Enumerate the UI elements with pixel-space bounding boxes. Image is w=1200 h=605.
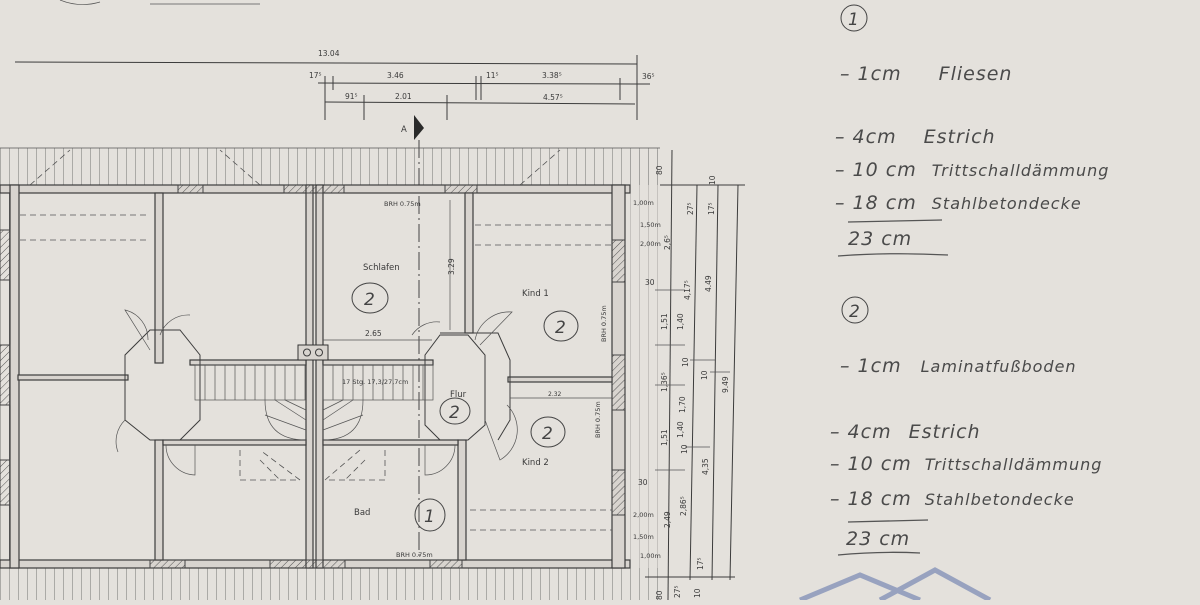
svg-text:30: 30 — [645, 278, 655, 287]
parapet-label: BRH 0.75m — [396, 551, 433, 559]
svg-text:1,00m: 1,00m — [640, 552, 661, 560]
note-layer: – 4cm Estrich — [835, 126, 996, 148]
svg-text:1,40: 1,40 — [676, 421, 685, 438]
section-marker-a: A — [401, 115, 424, 560]
watermark-logo — [799, 567, 992, 603]
dim-label: 11⁵ — [486, 71, 499, 80]
room-label-kind1: Kind 1 — [522, 289, 549, 299]
note-layer: – 18 cm Stahlbetondecke — [830, 488, 1075, 510]
dim-label: 2.01 — [395, 92, 412, 101]
svg-text:1,36⁵: 1,36⁵ — [660, 372, 669, 392]
svg-text:80: 80 — [655, 590, 664, 600]
room-label-kind2: Kind 2 — [522, 458, 549, 468]
floor-marker-kind1: 2 — [543, 310, 579, 342]
svg-text:1,51: 1,51 — [660, 313, 669, 330]
staircase: 17 Stg. 17,3/27,7cm — [194, 364, 434, 481]
floor-marker-schlafen: 2 — [351, 282, 389, 314]
svg-text:80: 80 — [655, 165, 664, 175]
svg-text:10: 10 — [693, 588, 702, 598]
dim-schlafen-depth: 3.29 — [447, 258, 456, 275]
note-layer: – 18 cm Stahlbetondecke — [835, 192, 1082, 214]
note-layer: – 1cm Laminatfußboden — [840, 355, 1077, 377]
walls — [0, 184, 631, 569]
svg-text:10: 10 — [680, 444, 689, 454]
parapet-label: BRH 0.75m — [384, 200, 421, 208]
note-total: 23 cm — [848, 228, 912, 250]
note-layer: – 10 cm Trittschalldämmung — [835, 159, 1109, 181]
svg-text:30: 30 — [638, 478, 648, 487]
note-layer: – 4cm Estrich — [830, 421, 981, 443]
pencil-stroke — [59, 0, 260, 5]
svg-text:10: 10 — [700, 370, 709, 380]
note-layer: – 1cm Fliesen — [840, 63, 1012, 85]
door-bad — [424, 444, 456, 476]
dim-label: 91⁵ — [345, 92, 358, 101]
svg-text:4,17⁵: 4,17⁵ — [683, 280, 692, 300]
door-left — [165, 444, 196, 476]
svg-text:2,86⁵: 2,86⁵ — [679, 496, 688, 516]
svg-text:2: 2 — [555, 318, 566, 338]
roof-bottom-band — [0, 568, 660, 600]
svg-text:10: 10 — [708, 175, 717, 185]
right-dimension-chain: 80 1,00m 1,50m 2,00m 2,6⁵ 30 4,17⁵ 4.49 … — [633, 149, 745, 601]
svg-text:27⁵: 27⁵ — [686, 202, 695, 215]
floor-marker-flur: 2 — [439, 397, 471, 425]
svg-text:17⁵: 17⁵ — [707, 202, 716, 215]
floor-marker-kind2: 2 — [530, 416, 566, 448]
door-kind1 — [474, 311, 513, 346]
parapet-label: BRH 0.75m — [594, 401, 602, 438]
parapet-label: BRH 0.75m — [600, 305, 608, 342]
svg-text:2,00m: 2,00m — [633, 511, 654, 519]
room-label-flur: Flur — [450, 390, 467, 400]
note-marker: 2 — [849, 302, 860, 322]
svg-text:1,50m: 1,50m — [640, 221, 661, 229]
left-bay — [124, 329, 201, 441]
svg-text:27⁵: 27⁵ — [673, 585, 682, 598]
svg-text:2: 2 — [542, 424, 553, 444]
dim-kind2-width: 2.32 — [548, 391, 562, 398]
svg-text:2: 2 — [449, 403, 460, 423]
notes-floor-build-up-2: 2 – 1cm Laminatfußboden – 4cm Estrich – … — [830, 296, 1102, 556]
svg-text:2,00m: 2,00m — [640, 240, 661, 248]
dim-label: 3.46 — [387, 71, 404, 80]
room-label-schlafen: Schlafen — [363, 263, 400, 273]
svg-text:10: 10 — [681, 357, 690, 367]
dim-label: 4.57⁵ — [543, 93, 563, 102]
svg-text:1,51: 1,51 — [660, 429, 669, 446]
stair-label: 17 Stg. 17,3/27,7cm — [342, 378, 408, 386]
note-layer: – 10 cm Trittschalldämmung — [830, 453, 1102, 475]
svg-text:9.49: 9.49 — [721, 376, 730, 393]
svg-text:1,50m: 1,50m — [633, 533, 654, 541]
svg-text:4.49: 4.49 — [704, 275, 713, 292]
dim-schlafen-width: 2.65 — [365, 329, 382, 338]
flur-bay — [424, 334, 486, 441]
svg-text:17⁵: 17⁵ — [696, 557, 705, 570]
svg-text:1,40: 1,40 — [676, 313, 685, 330]
svg-text:4,35: 4,35 — [701, 458, 710, 475]
door-schlafen — [411, 321, 441, 336]
svg-text:1,00m: 1,00m — [633, 199, 654, 207]
dim-label: 3.38⁵ — [542, 71, 562, 80]
section-arrow-icon — [414, 115, 424, 140]
chimney — [297, 344, 329, 361]
svg-text:1,70: 1,70 — [678, 396, 687, 413]
section-label: A — [401, 125, 407, 135]
svg-text:2,6⁵: 2,6⁵ — [663, 235, 672, 250]
floor-marker-bad: 1 — [414, 498, 446, 532]
note-marker: 1 — [848, 10, 859, 30]
top-dimension-chain: 13.04 17⁵ 3.46 11⁵ 3.38⁵ 36⁵ 91⁵ 2.01 4.… — [14, 49, 655, 120]
svg-text:1: 1 — [424, 507, 435, 527]
dim-label: 36⁵ — [642, 72, 655, 81]
door-kind2 — [484, 404, 518, 461]
svg-text:2: 2 — [364, 290, 375, 310]
notes-floor-build-up-1: 1 – 1cm Fliesen – 4cm Estrich – 10 cm Tr… — [835, 4, 1109, 257]
dim-overall-width: 13.04 — [318, 49, 340, 58]
svg-text:2,49: 2,49 — [663, 511, 672, 528]
room-label-bad: Bad — [354, 508, 370, 518]
note-total: 23 cm — [846, 528, 910, 550]
dim-label: 17⁵ — [309, 71, 322, 80]
roof-top-band — [0, 148, 660, 185]
